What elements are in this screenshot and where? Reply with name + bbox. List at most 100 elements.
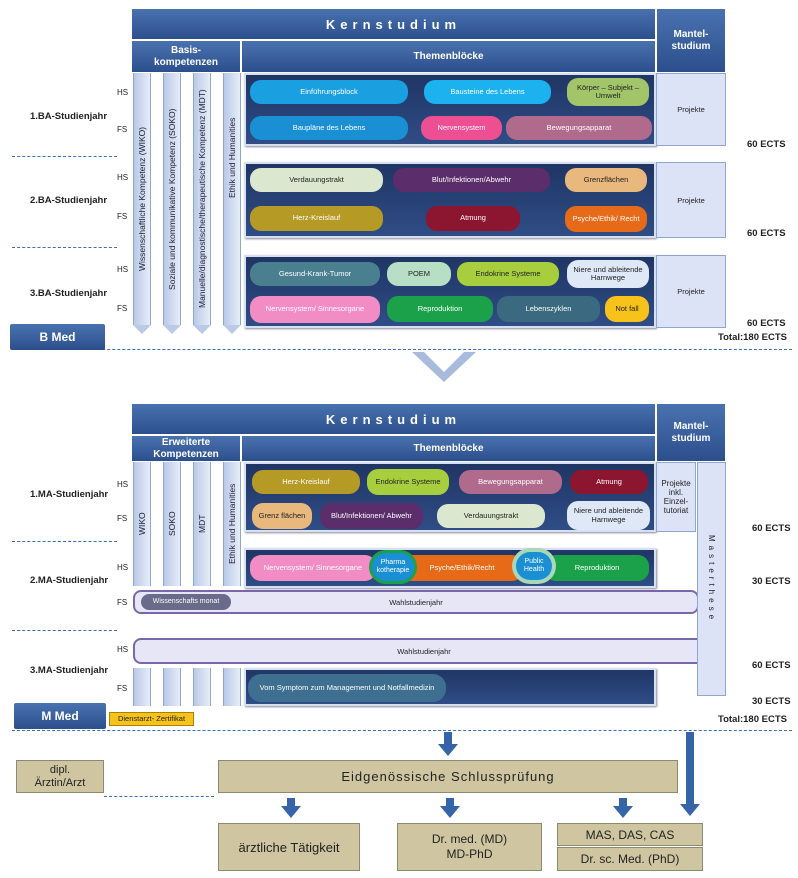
ba-themen-header: Themenblöcke [241, 40, 656, 73]
ma-pill-symptom-management: Vom Symptom zum Management und Notfallme… [248, 674, 446, 702]
ba-divider-2 [12, 247, 117, 248]
ba-col-soko [163, 73, 181, 325]
ma-pill-psyche-ethik: Psyche/Ethik/Recht [401, 555, 523, 581]
ma-themen-header: Themenblöcke [241, 435, 656, 462]
ba-themen-label: Themenblöcke [413, 50, 484, 62]
exam-box: Eidgenössische Schlussprüfung [218, 760, 678, 793]
diplom-box: dipl. Ärztin/Arzt [16, 760, 104, 793]
ba-col-wiko-arrow [133, 325, 151, 334]
ma-divider-end [12, 730, 792, 731]
ma-pill-nervensystem: Nervensystem/ Sinnesorgane [250, 555, 376, 581]
ma-pill-atmung: Atmung [570, 470, 648, 494]
ma-mantel-label: Mantel- studium [671, 420, 711, 444]
ma-mantelstudium-header: Mantel- studium [656, 403, 726, 462]
wahlstudienjahr-ma3-label: Wahlstudienjahr [397, 646, 451, 656]
ma-ects-2: 30 ECTS [752, 576, 791, 587]
ba-col-soko-arrow [163, 325, 181, 334]
ma-ects-4: 30 ECTS [752, 696, 791, 707]
ma-ects-3: 60 ECTS [752, 660, 791, 671]
wahlstudienjahr-ma2-label: Wahlstudienjahr [389, 597, 443, 607]
ma-pill-blut-infektionen: Blut/Infektionen/ Abwehr [320, 503, 423, 529]
ma-kernstudium-label: Kernstudium [325, 411, 462, 427]
outcome-dr-sc-med: Dr. sc. Med. (PhD) [557, 847, 703, 871]
ba-hs-3: HS [117, 265, 129, 274]
ma-year-2: 2.MA-Studienjahr [30, 575, 109, 586]
ma-col-soko-label: SOKO [167, 511, 177, 537]
ba-projekte-3: Projekte [656, 255, 726, 328]
pill-koerper-subjekt: Körper – Subjekt – Umwelt [567, 78, 649, 106]
ba-ects-2: 60 ECTS [747, 228, 786, 239]
pill-bewegungsapparat: Bewegungsapparat [506, 116, 652, 140]
ma-projekte: Projekte inkl. Einzel- tutoriat [656, 462, 696, 532]
pill-notfall: Not fall [605, 296, 649, 322]
ba-projekte-2: Projekte [656, 162, 726, 238]
ma-hs-2: HS [117, 563, 129, 572]
ma-col-ethik-y3 [223, 668, 241, 706]
ma-erweiterte-label: Erweiterte Kompetenzen [153, 436, 219, 460]
ba-col-mdt-arrow [193, 325, 211, 334]
pill-nervensystem: Nervensystem [421, 116, 502, 140]
outcome-dr-med: Dr. med. (MD) MD-PhD [397, 823, 542, 871]
ba-mantel-label: Mantel- studium [671, 28, 711, 52]
m-med-badge: M Med [14, 703, 106, 729]
ba-basis-header: Basis- kompetenzen [131, 40, 241, 73]
ma-year-1: 1.MA-Studienjahr [30, 489, 109, 500]
ma-year-3: 3.MA-Studienjahr [30, 665, 109, 676]
outcome-aerztliche-taetigkeit: ärztliche Tätigkeit [218, 823, 360, 871]
ma-fs-2: FS [117, 598, 128, 607]
ba-divider-end [12, 349, 792, 350]
ma-pill-pharmakotherapie: Pharma kotherapie [372, 553, 414, 581]
dienstarzt-zertifikat: Dienstarzt- Zertifikat [109, 712, 194, 726]
ma-pill-niere: Niere und ableitende Harnwege [567, 501, 650, 530]
pill-gesund-krank: Gesund-Krank-Tumor [250, 262, 380, 286]
ma-col-mdt [193, 462, 211, 586]
ba-ects-1: 60 ECTS [747, 139, 786, 150]
pill-reproduktion: Reproduktion [387, 296, 493, 322]
pill-herz-kreislauf: Herz-Kreislauf [250, 206, 383, 231]
pill-blut-infektionen: Blut/Infektionen/Abwehr [393, 168, 550, 192]
ma-col-wiko-y3 [133, 668, 151, 706]
ma-pill-herz-kreislauf: Herz-Kreislauf [252, 470, 360, 494]
ma-col-wiko-label: WIKO [137, 512, 147, 536]
ma-kernstudium-header: Kernstudium [131, 403, 656, 435]
pill-nervensystem-sinnesorgane: Nervensystem/ Sinnesorgane [250, 296, 380, 323]
arrow-down-icon [440, 798, 460, 818]
ba-col-ethik-label: Ethik und Humanities [227, 117, 237, 199]
pill-psyche-ethik: Psyche/Ethik/ Recht [565, 206, 647, 232]
ba-col-ethik-arrow [223, 325, 241, 334]
pill-einfuehrungsblock: Einführungsblock [250, 80, 408, 104]
ma-pill-grenzflaechen: Grenz flächen [252, 503, 312, 529]
ba-col-wiko-label: Wissenschaftliche Kompetenz (WIKO) [137, 126, 147, 272]
b-med-badge: B Med [10, 324, 105, 350]
pill-lebenszyklen: Lebenszyklen [497, 296, 600, 322]
pill-endokrine: Endokrine Systeme [457, 262, 559, 286]
pill-grenzflaechen: Grenzflächen [565, 168, 647, 192]
ma-col-mdt-y3 [193, 668, 211, 706]
ma-ects-1: 60 ECTS [752, 523, 791, 534]
ma-total: Total:180 ECTS [718, 714, 787, 725]
ma-divider-1 [12, 541, 117, 542]
ba-kernstudium-header: Kernstudium [131, 8, 656, 40]
ma-fs-3: FS [117, 684, 128, 693]
pill-verdauungstrakt: Verdauungstrakt [250, 168, 383, 192]
ma-pill-verdauungstrakt: Verdauungstrakt [437, 504, 545, 528]
outcome-mas-das-cas: MAS, DAS, CAS [557, 823, 703, 846]
ba-year-3: 3.BA-Studienjahr [30, 288, 108, 299]
ma-public-health-ring: Public Health [512, 548, 556, 584]
masterthese-column: Masterthese [697, 462, 726, 696]
ma-themen-label: Themenblöcke [413, 442, 484, 454]
ma-pill-reproduktion: Reproduktion [545, 555, 649, 581]
ma-pill-public-health: Public Health [516, 552, 552, 580]
ba-hs-1: HS [117, 88, 129, 97]
wahlstudienjahr-ma3: Wahlstudienjahr [133, 638, 715, 664]
ba-col-ethik [223, 73, 241, 325]
ma-pill-bewegungsapparat: Bewegungsapparat [459, 470, 562, 494]
ma-fs-1: FS [117, 514, 128, 523]
arrow-down-icon [438, 732, 458, 756]
pill-atmung: Atmung [426, 206, 520, 231]
ba-projekte-1: Projekte [656, 73, 726, 146]
ba-divider-1 [12, 156, 117, 157]
chevron-down-icon [412, 352, 476, 382]
ba-kernstudium-label: Kernstudium [325, 16, 462, 32]
ma-hs-3: HS [117, 645, 129, 654]
